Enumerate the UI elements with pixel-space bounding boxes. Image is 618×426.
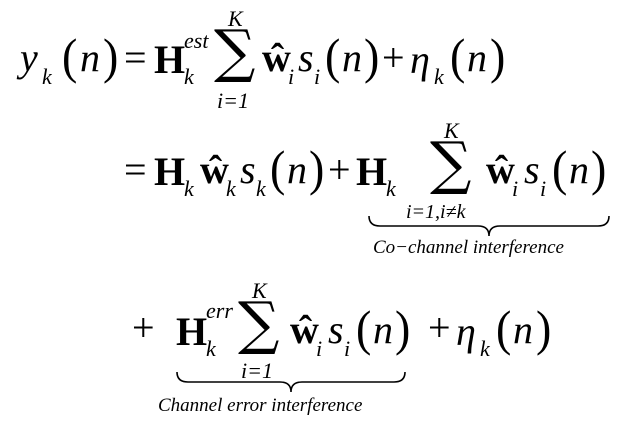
matrix-subscript: k bbox=[386, 176, 396, 201]
symbol-argument: n bbox=[373, 307, 393, 352]
underbrace-icon bbox=[176, 371, 406, 393]
lhs-argument: n bbox=[80, 35, 100, 80]
precoder-w: ŵ bbox=[290, 307, 319, 352]
channel-error-label: Channel error interference bbox=[158, 395, 363, 416]
noise-eta: η bbox=[456, 309, 476, 354]
channel-matrix-est: H bbox=[154, 37, 186, 82]
matrix-subscript: k bbox=[206, 336, 216, 361]
matrix-superscript: err bbox=[206, 298, 233, 323]
sum-upper-limit: K bbox=[228, 6, 243, 31]
symbol-argument: n bbox=[569, 147, 589, 192]
right-paren: ) bbox=[309, 140, 325, 196]
underbrace-icon bbox=[368, 215, 610, 237]
noise-argument: n bbox=[467, 35, 487, 80]
summation-icon: ∑ bbox=[430, 129, 472, 197]
symbol-argument: n bbox=[287, 147, 307, 192]
right-paren: ) bbox=[103, 28, 119, 85]
left-paren: ( bbox=[325, 28, 341, 85]
channel-matrix: H bbox=[356, 149, 388, 194]
matrix-subscript: k bbox=[184, 176, 194, 201]
left-paren: ( bbox=[62, 28, 78, 85]
equals-sign: = bbox=[124, 35, 147, 80]
precoder-subscript: i bbox=[512, 176, 519, 201]
noise-eta: η bbox=[410, 37, 430, 82]
plus-sign: + bbox=[382, 35, 405, 80]
right-paren: ) bbox=[536, 300, 552, 356]
sum-upper-limit: K bbox=[444, 118, 459, 143]
noise-subscript: k bbox=[480, 336, 490, 361]
precoder-subscript: k bbox=[226, 176, 236, 201]
precoder-w: ŵ bbox=[200, 147, 229, 192]
symbol-subscript: i bbox=[540, 176, 547, 201]
lhs-subscript: k bbox=[42, 64, 52, 89]
matrix-subscript: k bbox=[184, 64, 194, 89]
symbol-subscript: i bbox=[314, 64, 321, 89]
symbol-s: s bbox=[298, 35, 314, 80]
left-paren: ( bbox=[450, 28, 466, 85]
left-paren: ( bbox=[270, 140, 286, 196]
symbol-subscript: i bbox=[344, 336, 351, 361]
matrix-superscript: est bbox=[184, 28, 209, 53]
symbol-subscript: k bbox=[256, 176, 266, 201]
summation-icon: ∑ bbox=[238, 289, 280, 357]
left-paren: ( bbox=[552, 140, 568, 196]
channel-matrix: H bbox=[154, 149, 186, 194]
sum-lower-limit: i=1,i≠k bbox=[406, 201, 466, 223]
symbol-argument: n bbox=[342, 35, 362, 80]
precoder-subscript: i bbox=[288, 64, 295, 89]
co-channel-label: Co−channel interference bbox=[373, 237, 564, 258]
sum-upper-limit: K bbox=[252, 278, 267, 303]
symbol-s: s bbox=[328, 307, 344, 352]
summation-icon: ∑ bbox=[214, 17, 256, 85]
left-paren: ( bbox=[496, 300, 512, 356]
right-paren: ) bbox=[490, 28, 506, 85]
left-paren: ( bbox=[356, 300, 372, 356]
noise-subscript: k bbox=[434, 64, 444, 89]
symbol-s: s bbox=[524, 147, 540, 192]
symbol-s: s bbox=[240, 147, 256, 192]
right-paren: ) bbox=[364, 28, 380, 85]
plus-sign: + bbox=[428, 305, 451, 350]
plus-sign: + bbox=[132, 305, 155, 350]
channel-matrix-err: H bbox=[176, 309, 208, 354]
right-paren: ) bbox=[395, 300, 411, 356]
precoder-subscript: i bbox=[316, 336, 323, 361]
lhs-y: y bbox=[20, 35, 38, 80]
sum-lower-limit: i=1 bbox=[241, 358, 273, 383]
right-paren: ) bbox=[591, 140, 607, 196]
sum-lower-limit: i=1 bbox=[217, 88, 249, 113]
precoder-w: ŵ bbox=[262, 35, 291, 80]
plus-sign: + bbox=[328, 147, 351, 192]
equals-sign: = bbox=[124, 147, 147, 192]
noise-argument: n bbox=[513, 307, 533, 352]
precoder-w: ŵ bbox=[486, 147, 515, 192]
